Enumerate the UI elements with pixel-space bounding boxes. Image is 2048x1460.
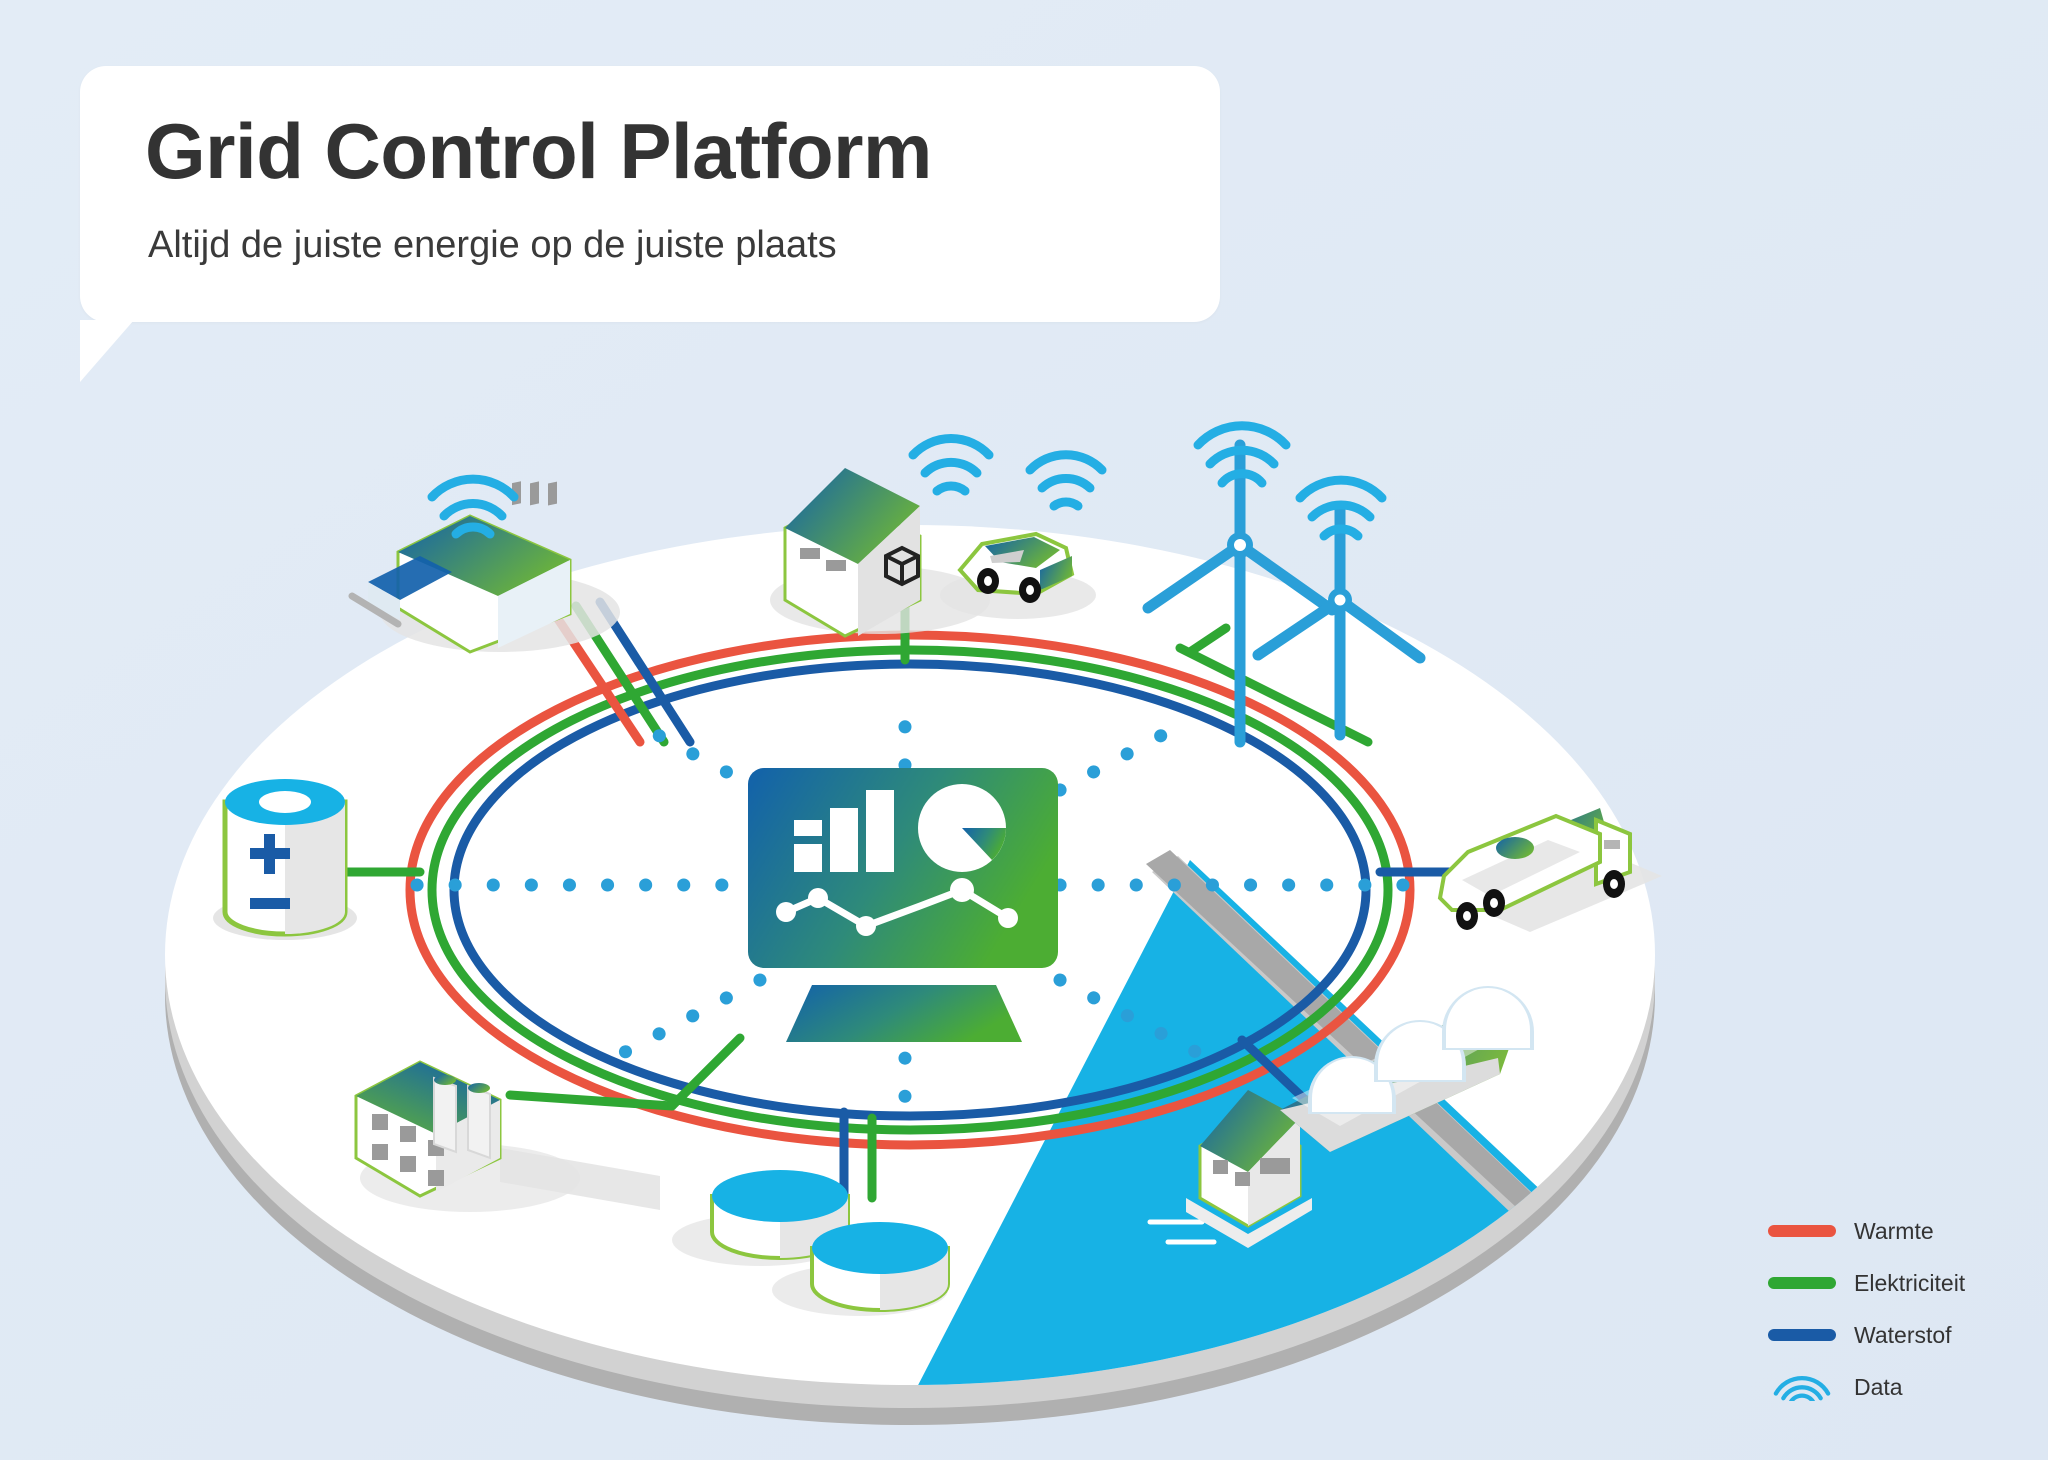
legend-item-warmte[interactable]: Warmte: [1768, 1205, 2018, 1257]
port-terminal[interactable]: [1186, 1090, 1312, 1248]
tank-top-2: [812, 1222, 948, 1274]
title-card: [80, 66, 1220, 322]
legend-item-data[interactable]: Data: [1768, 1361, 2018, 1413]
pie-chart-icon: [918, 784, 1006, 872]
grid-control-dashboard[interactable]: [748, 768, 1058, 1042]
electricity-ring: [427, 645, 1393, 1135]
hydrogen-line-office: [595, 597, 695, 747]
data-spoke-nw: [623, 713, 767, 797]
bar-chart-icon: [794, 790, 894, 872]
page-subtitle: Altijd de juiste energie op de juiste pl…: [148, 224, 837, 266]
factory-windows: [372, 1114, 444, 1186]
legend-label-waterstof: Waterstof: [1854, 1321, 1952, 1348]
cube-logo-icon: [884, 545, 920, 587]
battery-polarity: [250, 834, 290, 909]
factory-plant[interactable]: [354, 1060, 660, 1212]
office-building[interactable]: [348, 474, 620, 654]
dashboard-stand: [786, 985, 1022, 1042]
line-chart-points: [776, 878, 1018, 936]
battery-storage[interactable]: [213, 779, 357, 940]
wifi-icon: [1295, 475, 1387, 541]
wifi-icon: [427, 474, 519, 539]
data-spoke-se: [1053, 973, 1222, 1069]
legend-label-warmte: Warmte: [1854, 1217, 1934, 1244]
legend-swatch-waterstof: [1768, 1329, 1836, 1341]
tank-top-1: [712, 1170, 848, 1222]
factory-smokestacks: [433, 1075, 491, 1160]
water-wave-marks: [1147, 1009, 1603, 1245]
data-spoke-ne: [1053, 713, 1197, 797]
ship-spherical-tanks: [1308, 986, 1534, 1114]
wind-turbine-small[interactable]: [1252, 475, 1426, 741]
legend: Warmte Elektriciteit Waterstof Data: [1768, 1205, 2018, 1413]
electric-car[interactable]: [940, 450, 1107, 619]
legend-swatch-elektriciteit: [1768, 1277, 1836, 1289]
wind-turbine-large[interactable]: [1142, 421, 1338, 748]
legend-item-elektriciteit[interactable]: Elektriciteit: [1768, 1257, 2018, 1309]
heat-ring: [405, 630, 1415, 1150]
hydrogen-carrier-ship[interactable]: [1280, 986, 1534, 1152]
wifi-icon: [1773, 1375, 1831, 1401]
house-windows: [800, 548, 846, 571]
wifi-icon: [1193, 421, 1291, 488]
legend-label-elektriciteit: Elektriciteit: [1854, 1269, 1966, 1296]
page-title: Grid Control Platform: [145, 107, 932, 195]
wifi-icon: [1025, 450, 1107, 511]
legend-item-waterstof[interactable]: Waterstof: [1768, 1309, 2018, 1361]
hydrogen-tanker-truck[interactable]: [1437, 808, 1662, 932]
legend-swatch-warmte: [1768, 1225, 1836, 1237]
warehouse-house[interactable]: [770, 434, 994, 638]
storage-tanks[interactable]: [672, 1170, 950, 1316]
electricity-line-factory: [505, 1090, 677, 1111]
tanker-hatch: [1496, 837, 1534, 859]
speech-bubble-tail: [80, 320, 134, 382]
wifi-icon: [908, 434, 994, 496]
legend-label-data: Data: [1854, 1373, 1903, 1400]
office-windows: [512, 481, 557, 506]
data-spokes: [393, 693, 1427, 1127]
